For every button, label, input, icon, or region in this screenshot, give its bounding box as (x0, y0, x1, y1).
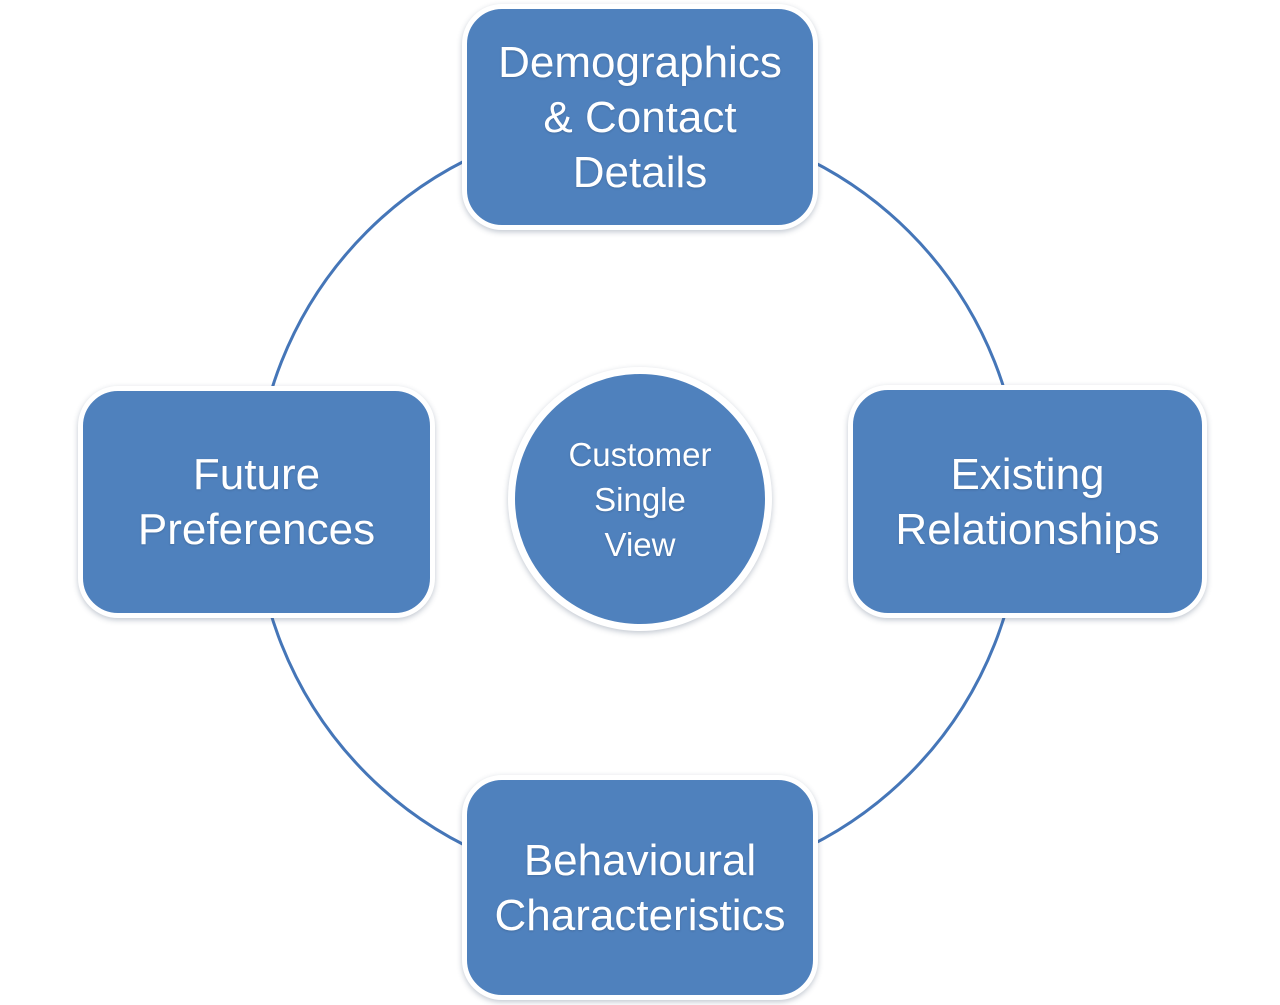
node-future-preferences: Future Preferences (78, 386, 435, 618)
node-demographics-contact-details: Demographics & Contact Details (462, 4, 818, 230)
hub-label-line: Single (594, 480, 686, 518)
node-label-line: Characteristics (494, 890, 786, 940)
node-label-line: & Contact (543, 92, 737, 142)
node-label-line: Details (572, 147, 708, 197)
node-label-line: Behavioural (523, 835, 757, 885)
node-behavioural-characteristics: Behavioural Characteristics (462, 775, 818, 1000)
node-label-line: Existing (950, 449, 1105, 499)
node-label-line: Preferences (137, 505, 376, 554)
hub-label-line: Customer (568, 435, 712, 473)
node-label-line: Future (192, 450, 321, 499)
node-label-line: Demographics (498, 37, 782, 87)
hub-label-line: View (604, 525, 676, 563)
node-existing-relationships: Existing Relationships (848, 385, 1207, 618)
hub-customer-single-view: Customer Single View (508, 367, 772, 631)
node-label-line: Relationships (895, 504, 1160, 554)
